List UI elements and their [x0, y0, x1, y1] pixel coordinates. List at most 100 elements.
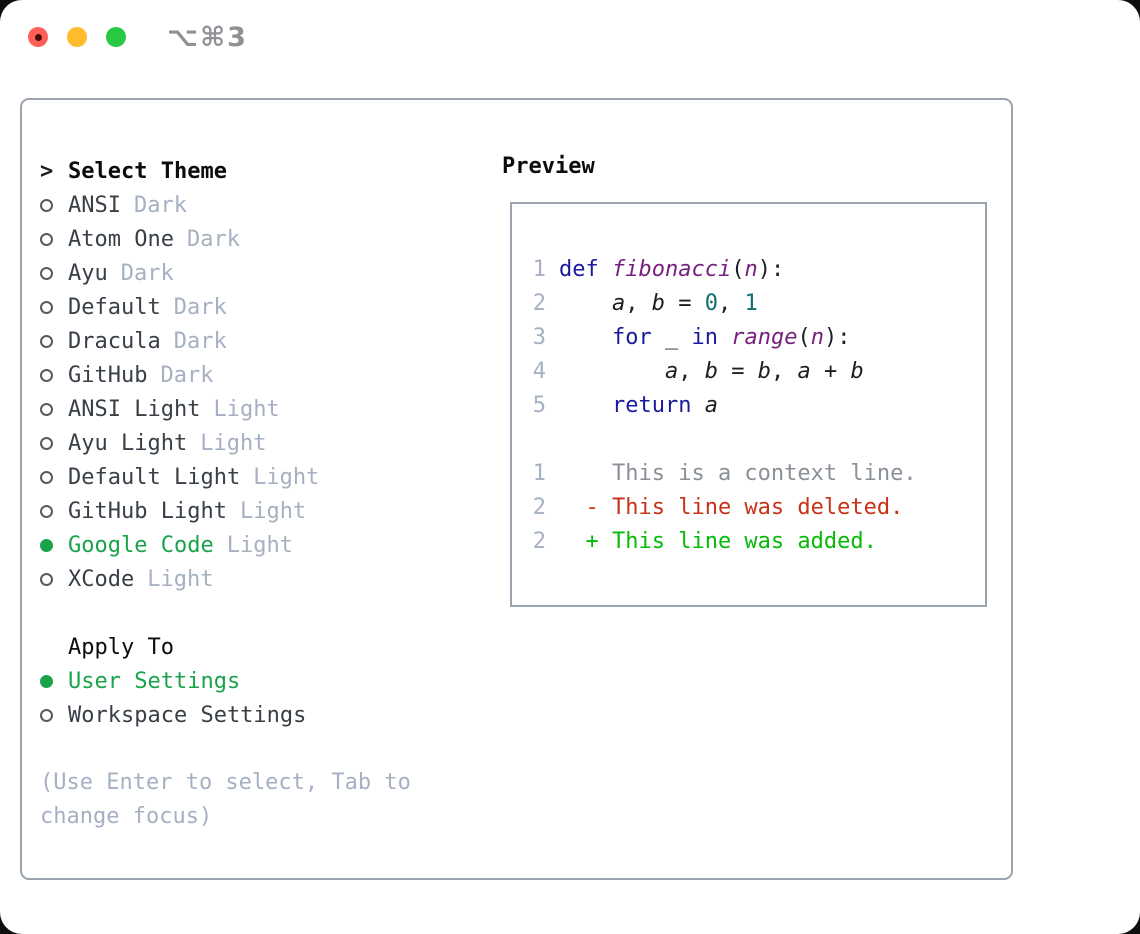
- code-token: 1: [744, 290, 758, 316]
- line-number: 5: [532, 392, 546, 418]
- code-token: fibonacci: [612, 256, 732, 282]
- code-token: b: [850, 358, 864, 384]
- theme-option[interactable]: XCode Light: [40, 562, 490, 596]
- theme-name: Ayu: [68, 260, 108, 286]
- line-number: 4: [532, 358, 546, 384]
- code-token: ,: [678, 358, 705, 384]
- code-token: [599, 257, 612, 282]
- code-token: [559, 359, 665, 384]
- theme-option[interactable]: GitHub Dark: [40, 358, 490, 392]
- theme-name: Dracula: [68, 328, 161, 354]
- code-token: =: [664, 290, 705, 316]
- diff-block: 1 This is a context line. 2 - This line w…: [532, 456, 985, 558]
- caret-icon: >: [40, 158, 54, 184]
- code-token: ,: [770, 358, 798, 384]
- radio-icon: [40, 368, 53, 382]
- theme-tag: Light: [213, 396, 280, 422]
- select-theme-title: Select Theme: [68, 158, 227, 184]
- code-token: b: [651, 290, 665, 316]
- radio-icon: [40, 300, 53, 314]
- radio-selected-icon: [40, 674, 53, 688]
- zoom-button[interactable]: [106, 27, 126, 47]
- apply-to-header: Apply To: [68, 634, 174, 660]
- code-token: n: [810, 324, 824, 350]
- radio-icon: [40, 232, 53, 246]
- code-token: ,: [717, 290, 745, 316]
- code-token: n: [744, 256, 758, 282]
- code-token: in: [691, 324, 718, 350]
- apply-to-option[interactable]: User Settings: [40, 664, 490, 698]
- code-token: ,: [625, 290, 652, 316]
- theme-name: GitHub: [68, 362, 148, 388]
- radio-icon: [40, 436, 53, 450]
- theme-name: Default: [68, 294, 161, 320]
- code-token: [718, 325, 731, 350]
- code-token: [691, 393, 704, 418]
- code-token: a: [611, 290, 626, 316]
- radio-icon: [40, 572, 53, 586]
- diff-text: This is a context line.: [559, 460, 917, 486]
- line-number: 1: [532, 256, 546, 282]
- theme-name: GitHub Light: [68, 498, 227, 524]
- code-token: [559, 393, 612, 418]
- code-line: 3 for _ in range(n):: [532, 320, 985, 354]
- theme-tag: Light: [253, 464, 320, 490]
- code-token: b: [704, 358, 718, 384]
- spacer: [40, 596, 490, 630]
- theme-tag: Dark: [160, 362, 214, 388]
- theme-name: Atom One: [68, 226, 174, 252]
- theme-option[interactable]: Default Dark: [40, 290, 490, 324]
- code-token: def: [559, 256, 599, 282]
- theme-option[interactable]: Ayu Dark: [40, 256, 490, 290]
- theme-option[interactable]: GitHub Light Light: [40, 494, 490, 528]
- apply-to-label: Workspace Settings: [68, 702, 307, 728]
- code-token: ):: [757, 256, 785, 282]
- titlebar: ⌥⌘3: [0, 0, 1140, 70]
- code-token: a: [797, 358, 811, 384]
- theme-tag: Light: [239, 498, 307, 524]
- code-token: ):: [823, 324, 851, 350]
- diff-text: - This line was deleted.: [559, 494, 904, 520]
- code-token: [559, 291, 612, 316]
- radio-icon: [40, 504, 53, 518]
- select-theme-header: > Select Theme: [40, 154, 490, 188]
- minimize-button[interactable]: [67, 27, 87, 47]
- code-token: +: [810, 358, 851, 384]
- radio-icon: [40, 470, 53, 484]
- diff-text: + This line was added.: [559, 528, 877, 554]
- theme-tag: Dark: [173, 294, 227, 320]
- line-number: 2: [532, 494, 546, 520]
- diff-line: 2 + This line was added.: [532, 524, 985, 558]
- line-number: 1: [532, 460, 546, 486]
- theme-tag: Light: [147, 566, 214, 592]
- theme-tag: Light: [200, 430, 267, 456]
- code-token: _: [651, 324, 692, 350]
- help-text: (Use Enter to select, Tab to change focu…: [40, 770, 411, 829]
- apply-to-option[interactable]: Workspace Settings: [40, 698, 490, 732]
- theme-tag: Dark: [120, 260, 174, 286]
- theme-option[interactable]: Default Light Light: [40, 460, 490, 494]
- code-line: 5 return a: [532, 388, 985, 422]
- theme-option[interactable]: ANSI Light Light: [40, 392, 490, 426]
- radio-icon: [40, 402, 53, 416]
- line-number: 2: [532, 290, 546, 316]
- theme-name: ANSI Light: [68, 396, 201, 422]
- preview-title: Preview: [502, 154, 595, 179]
- code-token: return: [611, 392, 692, 418]
- theme-name: Default Light: [68, 464, 241, 490]
- code-token: [559, 325, 612, 350]
- code-token: =: [717, 358, 758, 384]
- close-button[interactable]: [28, 27, 48, 47]
- theme-name: XCode: [68, 566, 135, 592]
